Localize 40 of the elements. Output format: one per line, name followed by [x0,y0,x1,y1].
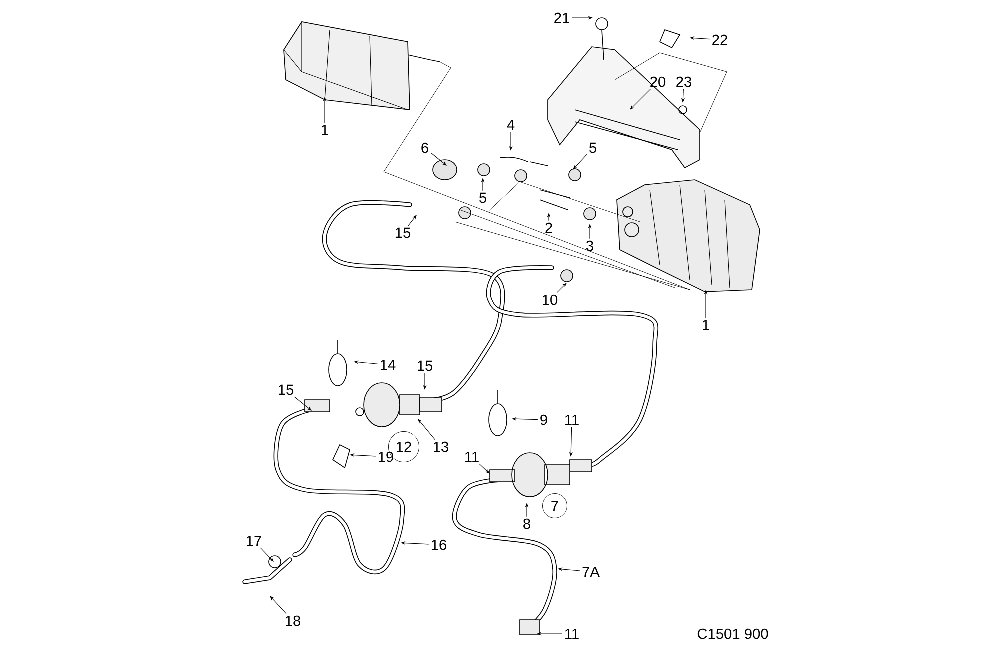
callout-number: 20 [650,76,666,88]
callout-number: 11 [466,452,479,462]
figure-code: C1501 900 [698,628,768,640]
leader-line [408,215,417,226]
leader-line [430,152,447,166]
callout-number: 9 [540,414,548,426]
callout-number: 2 [546,222,552,234]
callout-number: 5 [590,142,596,154]
callout-number: 15 [278,384,294,396]
leader-line [573,154,588,170]
callout-number: 18 [286,616,301,626]
callout-number: 3 [586,240,594,252]
callout-number: 17 [246,536,262,546]
callout-number: 4 [507,120,515,130]
callout-number: 8 [524,518,530,530]
callout-number: 11 [566,414,579,426]
callout-number: 11 [566,628,579,640]
callout-number: 15 [396,228,411,238]
leader-line [418,419,436,440]
circled-number: 7 [542,494,568,518]
callout-number: 14 [380,360,396,370]
callout-number: 1 [703,320,710,330]
callout-number: 21 [554,12,570,24]
leader-line [630,88,652,110]
leader-line [260,548,274,562]
callout-number: 22 [712,34,728,46]
leader-line [270,596,287,614]
leader-line [479,464,490,474]
callout-number: 15 [418,360,433,372]
callout-number: 1 [322,124,328,136]
callout-number: 6 [422,142,428,154]
leader-line [294,396,312,411]
callout-number: 19 [378,452,394,462]
callout-number: 13 [434,442,448,452]
callout-number: 7A [582,566,600,578]
callout-number: 5 [480,192,486,204]
leader-line [556,283,567,294]
callout-number: 16 [432,540,446,550]
callout-number: 10 [542,294,558,306]
callout-number: 23 [676,76,692,88]
